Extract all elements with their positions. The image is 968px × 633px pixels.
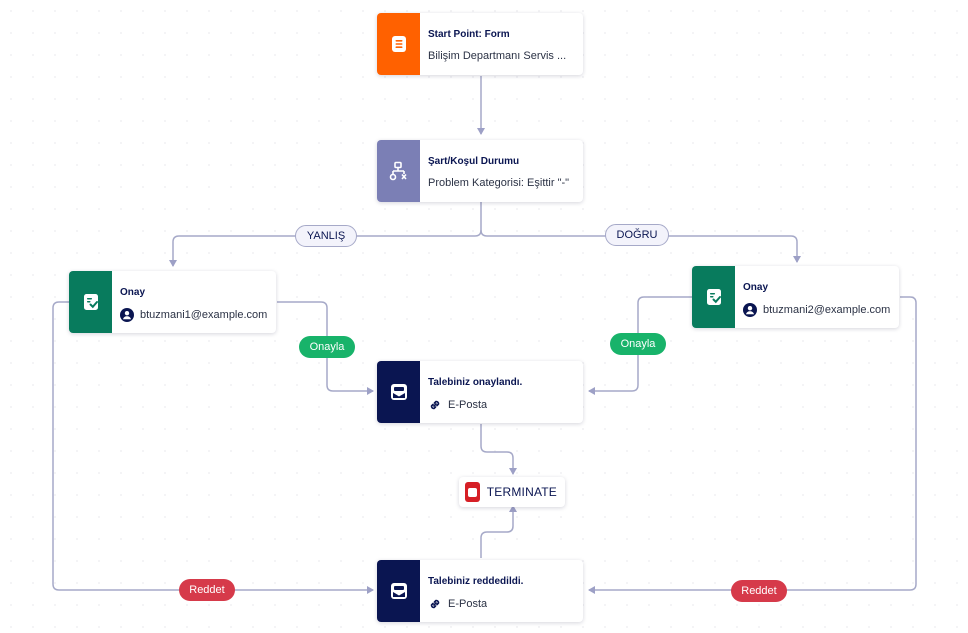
email-approved-node[interactable]: Talebiniz onaylandı. E-Posta [377,361,583,423]
user-icon [120,308,134,322]
approval-left-assignee: btuzmani1@example.com [140,309,268,321]
edge-right-reject [588,296,917,594]
stop-icon [465,482,480,502]
reject-left-label[interactable]: Reddet [179,579,235,601]
email-approved-type: E-Posta [448,399,488,411]
approve-right-label[interactable]: Onayla [610,333,666,355]
terminate-node[interactable]: TERMINATE [459,477,565,507]
link-icon [428,398,442,412]
false-branch-label[interactable]: YANLIŞ [295,225,357,247]
terminate-label: TERMINATE [486,485,557,499]
email-rejected-title: Talebiniz reddedildi. [428,576,524,587]
condition-node-subtitle: Problem Kategorisi: Eşittir "-" [428,177,570,189]
true-branch-label[interactable]: DOĞRU [605,224,669,246]
email-approved-title: Talebiniz onaylandı. [428,377,523,388]
approve-left-label[interactable]: Onayla [299,336,355,358]
edge-left-reject [52,301,374,594]
branch-icon [377,140,420,202]
mail-icon [377,361,420,423]
email-rejected-node[interactable]: Talebiniz reddedildi. E-Posta [377,560,583,622]
approval-left-title: Onay [120,287,146,298]
approval-icon [692,266,735,328]
form-icon [377,13,420,75]
approval-node-right[interactable]: Onay btuzmani2@example.com [692,266,899,328]
link-icon [428,597,442,611]
approval-node-left[interactable]: Onay btuzmani1@example.com [69,271,276,333]
edge-condition-true [480,229,801,263]
email-rejected-type: E-Posta [448,598,488,610]
edge-rejected-to-terminate [480,505,517,558]
approval-right-title: Onay [743,282,769,293]
user-icon [743,303,757,317]
approval-right-assignee: btuzmani2@example.com [763,304,891,316]
start-node-title: Start Point: Form [428,29,510,40]
start-form-node[interactable]: Start Point: Form Bilişim Departmanı Ser… [377,13,583,75]
start-node-subtitle: Bilişim Departmanı Servis ... [428,50,567,62]
reject-right-label[interactable]: Reddet [731,580,787,602]
edge-approved-to-terminate [480,424,517,475]
mail-icon [377,560,420,622]
condition-node-title: Şart/Koşul Durumu [428,156,520,167]
approval-icon [69,271,112,333]
condition-node[interactable]: Şart/Koşul Durumu Problem Kategorisi: Eş… [377,140,583,202]
